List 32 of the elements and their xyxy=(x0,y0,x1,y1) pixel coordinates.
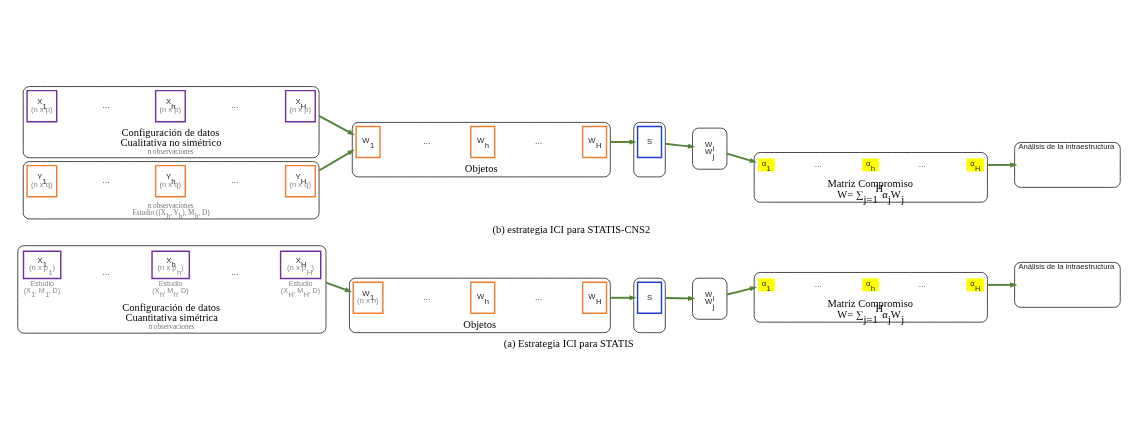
arrow xyxy=(609,294,637,300)
label: … xyxy=(230,100,239,110)
node-box: S xyxy=(636,125,663,158)
arrow xyxy=(318,114,355,135)
arrow xyxy=(609,138,637,144)
label: … xyxy=(102,100,110,110)
node-box: S xyxy=(636,281,663,314)
arrow xyxy=(325,281,353,292)
label: … xyxy=(918,279,927,289)
label: … xyxy=(423,292,431,302)
label: … xyxy=(230,175,239,185)
label: … xyxy=(918,159,927,169)
node-box: Análisis de la intraestructura xyxy=(1014,261,1121,308)
arrow xyxy=(726,285,757,295)
node-box: Análisis de la intraestructura xyxy=(1014,141,1121,188)
label: (a) Estrategia ICI para STATIS xyxy=(503,337,634,349)
arrow xyxy=(318,149,355,171)
label: … xyxy=(102,267,110,277)
arrow xyxy=(726,152,757,163)
label: … xyxy=(423,136,431,146)
cluster xyxy=(22,160,320,219)
arrow xyxy=(664,142,696,149)
label: … xyxy=(814,279,823,289)
arrow xyxy=(986,281,1018,287)
label: … xyxy=(534,292,543,302)
label: … xyxy=(534,136,543,146)
arrow xyxy=(664,295,696,301)
label: (b) estrategia ICI para STATIS-CNS2 xyxy=(492,223,651,235)
arrow xyxy=(986,161,1018,167)
label: … xyxy=(814,159,823,169)
label: … xyxy=(230,267,239,277)
label: … xyxy=(102,175,110,185)
